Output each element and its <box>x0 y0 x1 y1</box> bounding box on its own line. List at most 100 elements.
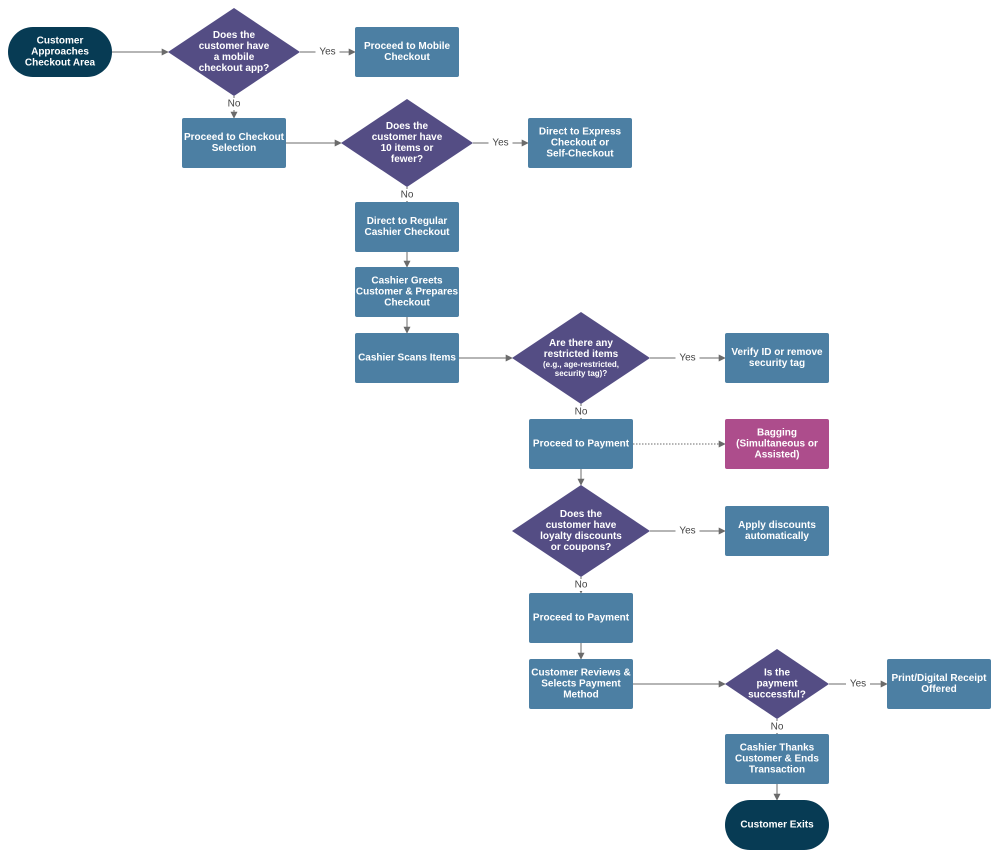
edge-label-background <box>315 46 340 58</box>
node-label: Proceed to Payment <box>533 613 630 624</box>
node-label: Direct to Regular <box>367 216 448 227</box>
edge-label-background <box>572 579 590 591</box>
edge-label: Yes <box>492 138 508 149</box>
edge-label: Yes <box>679 353 695 364</box>
node-label: Assisted) <box>754 450 799 461</box>
node-label: a mobile <box>214 52 255 63</box>
decision-diamond <box>341 99 473 187</box>
node-label: Method <box>563 690 599 701</box>
edge-label-background <box>846 678 870 690</box>
node-label: Proceed to Mobile <box>364 41 451 52</box>
node-label: Offered <box>921 684 957 695</box>
node-label: Bagging <box>757 428 797 439</box>
edge-label-background <box>675 525 700 537</box>
process-box <box>529 659 633 709</box>
node-label: Cashier Checkout <box>364 227 450 238</box>
process-box <box>725 419 829 469</box>
node-label: loyalty discounts <box>540 531 622 542</box>
node-label: Proceed to Checkout <box>184 132 285 143</box>
node-label: (e.g., age-restricted, <box>543 360 619 369</box>
edge-label-background <box>675 352 700 364</box>
process-box <box>725 734 829 784</box>
process-box <box>355 333 459 383</box>
node-label: Selection <box>212 143 256 154</box>
node-label: Proceed to Payment <box>533 439 630 450</box>
node-label: automatically <box>745 531 809 542</box>
terminal-shape <box>725 800 829 850</box>
node-label: Cashier Scans Items <box>358 353 456 364</box>
node-label: Print/Digital Receipt <box>891 673 987 684</box>
decision-diamond <box>512 485 650 577</box>
edge-label-background <box>572 406 590 418</box>
decision-diamond <box>512 312 650 404</box>
node-label: Does the <box>560 509 603 520</box>
process-box <box>529 419 633 469</box>
node-scans: Cashier Scans Items <box>355 333 459 383</box>
node-label: restricted items <box>544 349 619 360</box>
terminal-shape <box>8 27 112 77</box>
node-label: or coupons? <box>551 542 612 553</box>
node-label: Are there any <box>549 338 613 349</box>
node-label: Apply discounts <box>738 520 816 531</box>
node-label: Transaction <box>749 765 805 776</box>
node-label: security tag)? <box>555 369 608 378</box>
node-label: customer have <box>372 132 443 143</box>
node-label: payment <box>756 679 798 690</box>
node-label: Verify ID or remove <box>731 347 823 358</box>
edge-label: Yes <box>319 47 335 58</box>
node-label: 10 items or <box>381 143 434 154</box>
process-box <box>355 267 459 317</box>
edge-label-background <box>488 137 513 149</box>
node-label: Customer & Ends <box>735 754 819 765</box>
process-box <box>528 118 632 168</box>
node-end: Customer Exits <box>725 800 829 850</box>
process-box <box>182 118 286 168</box>
decision-diamond <box>168 8 300 96</box>
node-label: Checkout or <box>551 138 609 149</box>
process-box <box>725 506 829 556</box>
node-label: Self-Checkout <box>546 149 614 160</box>
node-label: Customer <box>37 36 84 47</box>
process-box <box>887 659 991 709</box>
node-label: Cashier Greets <box>371 276 443 287</box>
node-label: fewer? <box>391 154 423 165</box>
edge-label: No <box>575 580 588 591</box>
node-label: Checkout <box>384 52 430 63</box>
node-label: Approaches <box>31 47 89 58</box>
process-box <box>355 202 459 252</box>
node-label: Direct to Express <box>539 127 622 138</box>
edge-label: Yes <box>850 679 866 690</box>
edge-label-background <box>768 721 786 733</box>
node-label: customer have <box>199 41 270 52</box>
node-label: Selects Payment <box>541 679 621 690</box>
node-label: successful? <box>748 690 806 701</box>
node-label: Is the <box>764 668 791 679</box>
node-label: checkout app? <box>199 63 270 74</box>
node-label: Customer Exits <box>740 820 814 831</box>
node-label: customer have <box>546 520 617 531</box>
edge-label: No <box>401 190 414 201</box>
node-payment2: Proceed to Payment <box>529 593 633 643</box>
edge-label: No <box>575 407 588 418</box>
node-label: Checkout <box>384 298 430 309</box>
edge-label: Yes <box>679 526 695 537</box>
node-label: Does the <box>213 30 256 41</box>
node-label: Customer & Prepares <box>356 287 459 298</box>
node-label: Cashier Thanks <box>740 743 815 754</box>
node-label: Checkout Area <box>25 58 96 69</box>
